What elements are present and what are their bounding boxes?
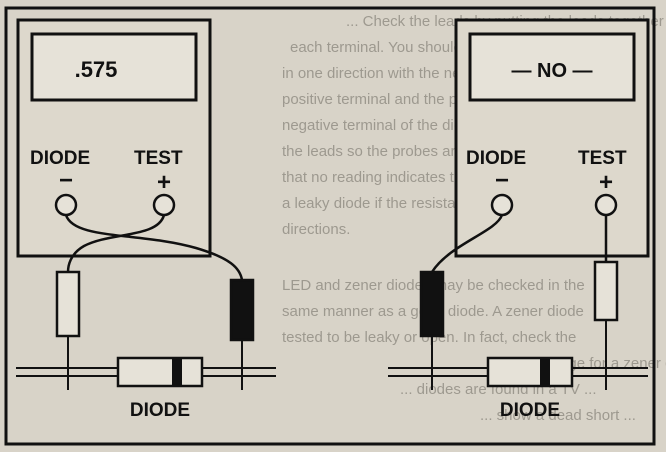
right-diode-cathode-band <box>540 358 550 386</box>
right-black-probe <box>419 270 445 338</box>
meter-right-positive-jack <box>594 193 618 217</box>
meter-left-minus-sign: − <box>59 167 73 194</box>
left-negative-lead <box>64 214 244 281</box>
meter-right: — NO — DIODE TEST − + <box>454 18 650 258</box>
background-text-line: tested to be leaky or open. In fact, che… <box>282 329 576 346</box>
meter-left-positive-jack <box>152 193 176 217</box>
left-diode-cathode-band <box>172 358 182 386</box>
right-diode-body <box>486 356 574 388</box>
meter-right-reading: — NO — <box>511 60 592 82</box>
figure-border <box>4 6 656 446</box>
right-diode-label: DIODE <box>500 400 560 421</box>
meter-right-display <box>468 32 636 102</box>
left-diode-body <box>116 356 204 388</box>
meter-left-display <box>30 32 198 102</box>
meter-right-diode-label: DIODE <box>466 148 526 169</box>
meter-left-plus-sign: + <box>157 169 171 196</box>
left-diode: DIODE <box>16 356 276 421</box>
right-diode: DIODE <box>388 356 648 421</box>
meter-left-test-label: TEST <box>134 148 183 169</box>
background-text-line: ... show a dead short ... <box>480 407 636 424</box>
background-text-line: directions. <box>282 221 350 238</box>
right-red-probe <box>593 260 619 322</box>
meter-right-negative-jack <box>490 193 514 217</box>
right-negative-lead <box>430 214 504 273</box>
left-positive-lead <box>66 214 166 273</box>
meter-left-negative-jack <box>54 193 78 217</box>
meter-left: .575 DIODE TEST − + <box>16 18 212 258</box>
left-red-probe <box>55 270 81 338</box>
meter-left-diode-label: DIODE <box>30 148 90 169</box>
meter-right-minus-sign: − <box>495 167 509 194</box>
meter-right-test-label: TEST <box>578 148 627 169</box>
meter-right-plus-sign: + <box>599 169 613 196</box>
meter-left-reading: .575 <box>75 57 118 82</box>
left-diode-label: DIODE <box>130 400 190 421</box>
left-black-probe <box>229 278 255 342</box>
